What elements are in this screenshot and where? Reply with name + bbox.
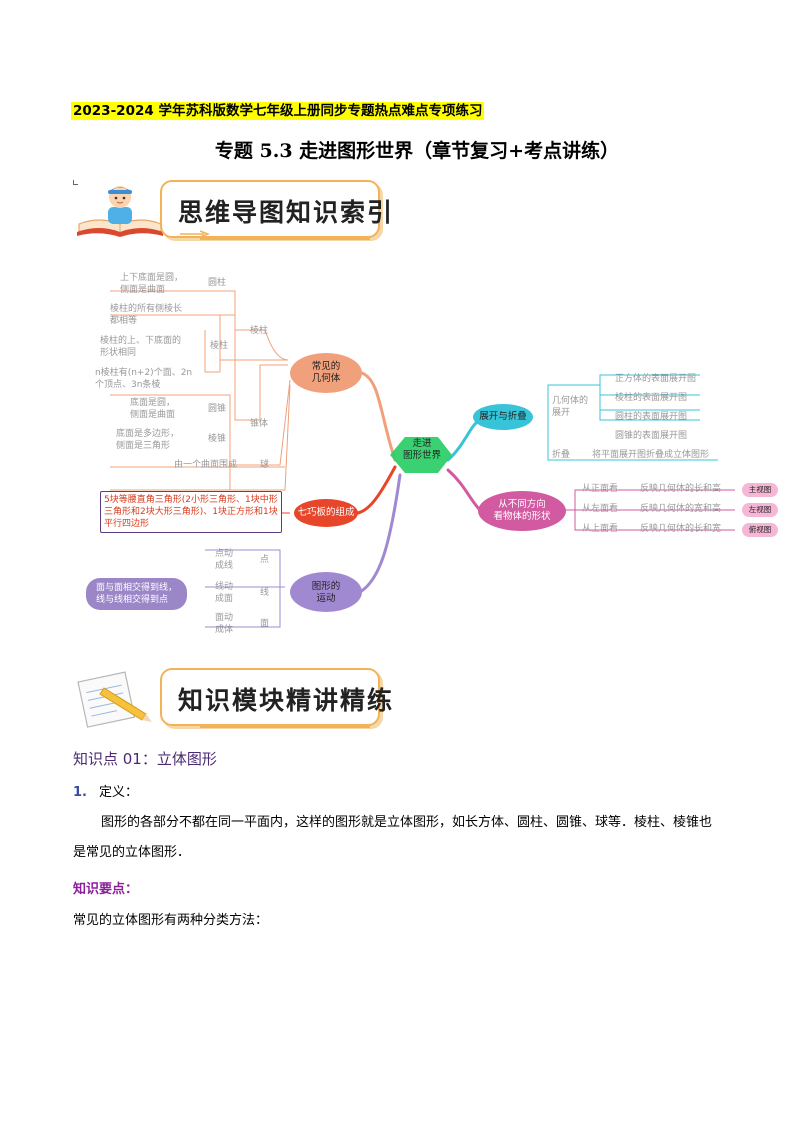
point-desc: 点动 成线 <box>215 549 234 571</box>
banner-underline <box>200 238 370 240</box>
motion-node <box>290 572 362 612</box>
pyramid-group-label: 锥体 <box>250 419 269 429</box>
page-title: 专题 5.3 走进图形世界（章节复习+考点讲练） <box>214 140 620 162</box>
view-front-desc: 反映几何体的长和高 <box>640 484 722 494</box>
definition-heading: 1.定义： <box>73 785 138 800</box>
views-label: 从不同方向看物体的形状 <box>493 499 551 522</box>
cone-desc: 底面是圆， 侧面是曲面 <box>130 398 176 420</box>
prism-desc-3: n棱柱有(n+2)个面、2n 个顶点、3n条棱 <box>95 368 193 390</box>
mindmap-banner-title: 思维导图知识索引 <box>178 198 395 227</box>
view-top-tag: 俯视图 <box>742 523 778 537</box>
face-desc: 面动 成体 <box>215 613 234 635</box>
tangram-label: 七巧板的组成 <box>297 507 355 518</box>
boy-reading-icon <box>77 186 163 237</box>
prism-desc-1: 棱柱的所有侧棱长 都相等 <box>110 304 183 326</box>
cylinder-desc: 上下底面是圆， 侧面是曲面 <box>120 273 184 295</box>
line-label: 线 <box>260 588 270 598</box>
net-cube: 正方体的表面展开图 <box>615 374 697 384</box>
face-label: 面 <box>260 619 270 629</box>
lecture-banner <box>160 668 380 726</box>
prism-sub-label: 棱柱 <box>210 341 229 351</box>
sphere-desc: 由一个曲面围成 <box>174 460 238 470</box>
knowledge-point-title: 知识点 01：立体图形 <box>73 750 217 768</box>
sphere-label: 球 <box>260 460 270 470</box>
mind-map-links <box>100 290 735 628</box>
net-cone: 圆锥的表面展开图 <box>615 431 688 441</box>
prism-label: 棱柱 <box>250 326 269 336</box>
net-cylinder: 圆柱的表面展开图 <box>615 412 688 422</box>
mindmap-banner <box>160 180 380 238</box>
definition-text: 图形的各部分不都在同一平面内，这样的图形就是立体图形，如长方体、圆柱、圆锥、球等… <box>73 815 713 860</box>
net-prism: 棱柱的表面展开图 <box>615 393 688 403</box>
center-label: 走进图形世界 <box>402 438 441 461</box>
fold-desc: 将平面展开图折叠成立体图形 <box>592 450 710 460</box>
corner-mark <box>73 180 78 185</box>
view-top-dir: 从上面看 <box>582 524 619 534</box>
fold-label: 折叠 <box>552 450 571 460</box>
tangram-node <box>294 499 358 527</box>
key-points-text: 常见的立体图形有两种分类方法： <box>73 913 269 928</box>
cone-label: 圆锥 <box>208 404 227 414</box>
mind-map: 走进图形世界 常见的几何体 棱柱 圆柱 上下底面是圆， 侧面是曲面 棱柱 棱柱的… <box>70 255 790 645</box>
banner-underline-2 <box>200 726 370 728</box>
point-label: 点 <box>260 555 270 565</box>
motion-label: 图形的运动 <box>311 581 341 604</box>
view-front-dir: 从正面看 <box>582 484 619 494</box>
prism-desc-2: 棱柱的上、下底面的 形状相同 <box>100 336 182 358</box>
views-node <box>478 491 566 531</box>
view-left-desc: 反映几何体的宽和高 <box>640 504 722 514</box>
view-top-desc: 反映几何体的长和宽 <box>640 524 722 534</box>
key-points-label: 知识要点： <box>73 882 139 897</box>
view-front-tag: 主视图 <box>742 483 778 497</box>
intersection-pill: 面与面相交得到线， 线与线相交得到点 <box>86 578 188 610</box>
series-title: 2023-2024 学年苏科版数学七年级上册同步专题热点难点专项练习 <box>71 102 485 120</box>
unfold-node <box>473 404 533 430</box>
unfold-label: 展开与折叠 <box>479 411 527 422</box>
tangram-desc: 5块等腰直角三角形(2小形三角形、1块中形 三角形和2块大形三角形)、1块正方形… <box>100 491 282 533</box>
cylinder-label: 圆柱 <box>208 278 227 288</box>
pyramid-label: 棱锥 <box>208 434 227 444</box>
lecture-banner-title: 知识模块精讲精练 <box>178 686 395 715</box>
nets-label: 几何体的 展开 <box>552 396 589 418</box>
pyramid-desc: 底面是多边形， 侧面是三角形 <box>116 429 180 451</box>
pencil-deco-icon <box>180 230 210 238</box>
view-left-dir: 从左面看 <box>582 504 619 514</box>
common-solids-node <box>290 353 362 393</box>
common-solids-label: 常见的几何体 <box>311 361 341 384</box>
center-hexagon <box>390 437 452 473</box>
notebook-pencil-icon <box>77 671 152 728</box>
view-left-tag: 左视图 <box>742 503 778 517</box>
line-desc: 线动 成面 <box>215 582 234 604</box>
